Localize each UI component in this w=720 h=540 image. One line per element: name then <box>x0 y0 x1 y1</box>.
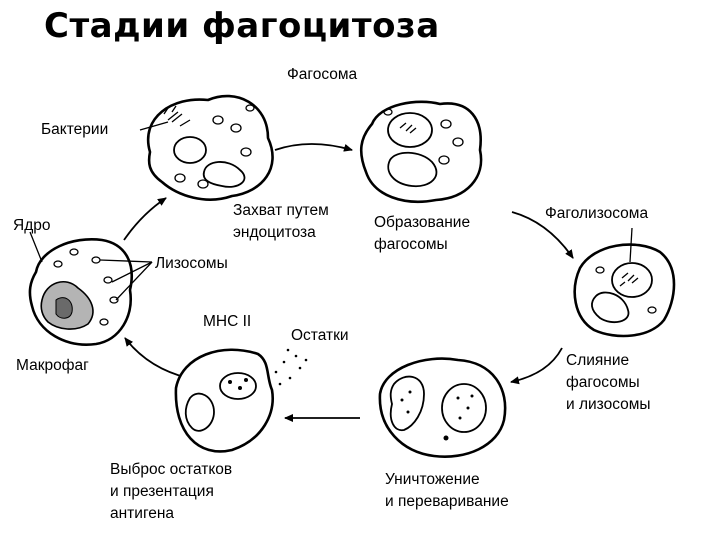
label-fusion-line3: и лизосомы <box>566 396 651 413</box>
label-remains: Остатки <box>291 327 349 344</box>
label-destruction-line2: и переваривание <box>385 493 509 510</box>
cell-phagosome <box>359 100 483 203</box>
label-phagolysosome: Фаголизосома <box>545 205 648 222</box>
cell-destruction <box>378 357 507 458</box>
arrow-fusion-to-destruction <box>510 347 563 385</box>
label-mhc: MHC II <box>203 313 251 330</box>
label-formation-line2: фагосомы <box>374 236 448 253</box>
label-release-line2: и презентация <box>110 483 214 500</box>
cell-phagolysosome <box>573 243 676 338</box>
remains-dots <box>274 348 308 386</box>
label-fusion-line2: фагосомы <box>566 374 640 391</box>
label-nucleus: Ядро <box>13 217 50 234</box>
label-formation-line1: Образование <box>374 214 470 231</box>
label-capture-line1: Захват путем <box>233 202 329 219</box>
cell-release <box>174 348 308 453</box>
label-release-line3: антигена <box>110 505 174 522</box>
bacteria-icon <box>163 105 191 127</box>
cell-macrophage <box>28 238 133 346</box>
label-release-line1: Выброс остатков <box>110 461 232 478</box>
page-title: Стадии фагоцитоза <box>44 6 440 46</box>
arrow-macrophage-to-capture <box>123 197 167 241</box>
label-capture-line2: эндоцитоза <box>233 224 316 241</box>
label-bacteria: Бактерии <box>41 121 108 138</box>
arrow-release-to-macrophage <box>124 337 189 379</box>
label-phagosome: Фагосома <box>287 66 358 83</box>
leader-lines <box>29 121 633 301</box>
arrow-phagosome-to-phagolysosome <box>511 211 574 259</box>
label-fusion-line1: Слияние <box>566 352 629 369</box>
cycle-arrows <box>123 143 574 422</box>
label-macrophage: Макрофаг <box>16 357 89 374</box>
arrow-capture-to-phagosome <box>274 143 353 152</box>
cell-capture <box>146 94 274 201</box>
label-lysosomes: Лизосомы <box>155 255 228 272</box>
label-destruction-line1: Уничтожение <box>385 471 480 488</box>
